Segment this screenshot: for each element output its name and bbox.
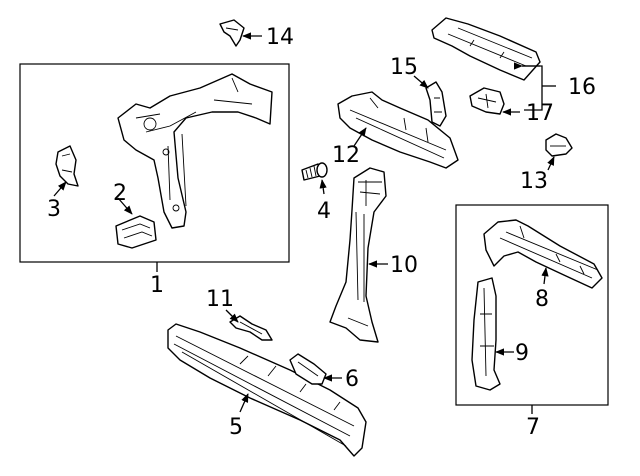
callout-3: 3 — [47, 197, 61, 222]
callout-15: 15 — [390, 55, 418, 80]
leader-3 — [53, 181, 67, 197]
callout-12: 12 — [332, 143, 360, 168]
callout-16: 16 — [568, 75, 596, 100]
part-bracket-3 — [55, 145, 79, 187]
leader-4 — [319, 179, 327, 195]
part-bracket-17 — [469, 87, 505, 115]
part-pillar-reinforcement — [117, 73, 273, 229]
part-clip-13 — [545, 133, 573, 157]
leader-12 — [353, 127, 367, 147]
leader-8 — [541, 267, 549, 285]
callout-10: 10 — [390, 253, 418, 278]
callout-14: 14 — [266, 25, 294, 50]
part-rocker-5 — [167, 323, 367, 457]
callout-6: 6 — [345, 367, 359, 392]
callout-13: 13 — [520, 169, 548, 194]
callout-5: 5 — [229, 415, 243, 440]
part-pillar-10 — [329, 167, 387, 343]
callout-11: 11 — [206, 287, 234, 312]
leader-2 — [117, 197, 133, 215]
callout-2: 2 — [113, 181, 127, 206]
callout-4: 4 — [317, 199, 331, 224]
part-panel-12 — [337, 91, 459, 169]
callout-8: 8 — [535, 287, 549, 312]
leader-11 — [225, 309, 239, 323]
part-rail-8 — [483, 219, 603, 289]
part-rail-16 — [431, 17, 541, 81]
callout-17: 17 — [526, 101, 554, 126]
leader-5 — [239, 393, 249, 413]
callout-1: 1 — [150, 273, 164, 298]
callout-7: 7 — [526, 415, 540, 440]
callout-9: 9 — [515, 341, 529, 366]
part-bracket-14 — [219, 19, 245, 47]
leader-15 — [413, 75, 429, 89]
part-bracket-15 — [425, 81, 447, 127]
leader-13 — [547, 156, 555, 171]
part-screw-4 — [301, 162, 328, 181]
part-pillar-9 — [471, 277, 501, 391]
part-strip-11 — [229, 315, 273, 341]
part-bracket-2 — [115, 215, 157, 249]
assembly-box-1 — [19, 63, 290, 263]
